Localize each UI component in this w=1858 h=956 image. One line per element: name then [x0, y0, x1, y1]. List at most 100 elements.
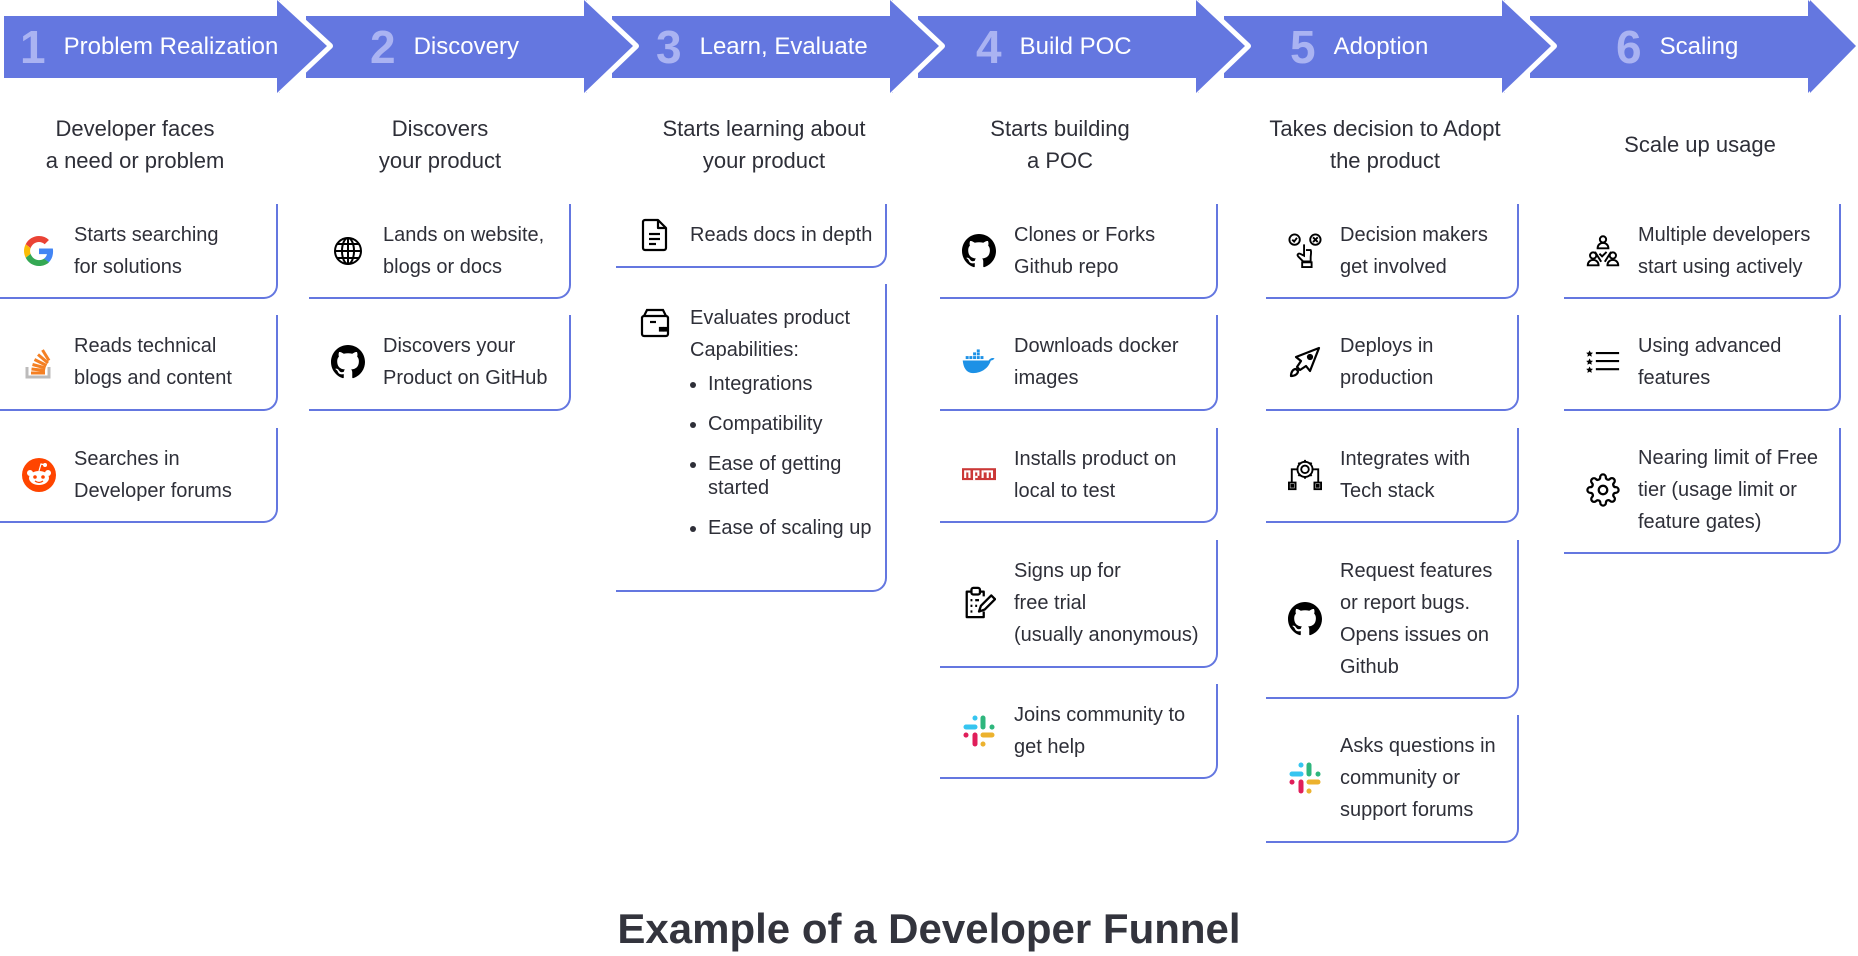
- capability-item: Compatibility: [708, 412, 885, 436]
- heading-line: a need or problem: [45, 148, 225, 173]
- card-line: for solutions: [74, 255, 182, 278]
- card-line: get involved: [1340, 255, 1447, 278]
- step-card-text: Deploys in production: [1340, 330, 1433, 394]
- heading-line: Starts building: [990, 116, 1130, 141]
- step-card: Evaluates productCapabilities:Integratio…: [616, 284, 887, 592]
- card-line: local to test: [1014, 479, 1116, 502]
- card-line: feature gates): [1638, 511, 1762, 533]
- clipboard-edit-icon: [962, 586, 996, 620]
- card-line: Clones or Forks: [1014, 223, 1156, 246]
- card-line: Deploys in: [1340, 335, 1434, 357]
- arrow-head-4: [1196, 0, 1245, 93]
- card-line: Reads docs in depth: [690, 224, 873, 246]
- step-card: Installs product on local to test: [940, 428, 1218, 523]
- npm-icon: [962, 458, 996, 492]
- stage-arrow-4: [918, 0, 1248, 93]
- capability-list: IntegrationsCompatibilityEase of getting…: [690, 372, 885, 540]
- heading-line: Starts learning about: [662, 116, 866, 141]
- card-line: Developer forums: [74, 479, 232, 502]
- card-line: Searches in: [74, 447, 180, 470]
- step-card-text: Lands on website,blogs or docs: [383, 219, 544, 283]
- github-icon: [1288, 601, 1322, 636]
- card-line: Decision makers: [1340, 223, 1488, 246]
- github-icon: [331, 345, 365, 379]
- card-line: support forums: [1340, 799, 1474, 821]
- arrow-separator: [1502, 0, 1557, 95]
- stage-arrow-2: [306, 0, 636, 93]
- arrow-separator: [1196, 0, 1251, 95]
- integration-gear-icon: [1288, 458, 1322, 492]
- google-icon: [22, 234, 56, 268]
- card-line: features: [1638, 367, 1711, 389]
- funnel-arrows: [4, 0, 1856, 95]
- card-line: (usually anonymous): [1014, 624, 1199, 646]
- step-card-text: Searches in Developer forums: [74, 443, 232, 507]
- rocket-icon: [1288, 345, 1322, 379]
- card-line: Github repo: [1014, 255, 1119, 278]
- step-card-text: Using advanced features: [1638, 330, 1781, 394]
- reddit-icon: [22, 457, 56, 492]
- stage-number: 4: [976, 21, 1002, 73]
- team-icon: [1586, 234, 1620, 268]
- card-line: Lands on website,: [383, 223, 545, 246]
- stage-title: Learn, Evaluate: [699, 33, 868, 60]
- step-card-text: Installs product on local to test: [1014, 443, 1176, 507]
- arrow-head-5: [1502, 0, 1551, 93]
- card-line: Installs product on: [1014, 447, 1177, 470]
- heading-line: Scale up usage: [1624, 132, 1776, 157]
- footer-title: Example of a Developer Funnel: [617, 905, 1241, 952]
- card-line: Using advanced: [1638, 335, 1782, 357]
- card-line: free trial: [1014, 592, 1087, 614]
- stage-number: 5: [1290, 21, 1316, 73]
- slack-icon: [962, 714, 996, 748]
- card-line: Evaluates product: [690, 307, 851, 329]
- card-line: production: [1340, 367, 1434, 389]
- step-card-text: Reads docs in depth: [690, 219, 872, 251]
- heading-line: Discovers: [391, 116, 489, 141]
- card-line: Opens issues on: [1340, 623, 1489, 646]
- arrow-head-2: [584, 0, 633, 93]
- stage-heading-1: Developer faces a need or problem: [0, 113, 270, 177]
- decision-icon: [1288, 233, 1322, 268]
- starred-list-icon: [1586, 345, 1620, 379]
- card-line: Tech stack: [1340, 479, 1435, 502]
- arrow-head-1: [277, 0, 327, 93]
- card-line: Discovers your: [383, 335, 516, 357]
- card-line: Nearing limit of Free: [1638, 447, 1819, 469]
- capability-item: Ease of scaling up: [708, 516, 885, 540]
- card-line: Joins community to: [1014, 703, 1186, 726]
- card-line: Reads technical: [74, 335, 217, 357]
- stage-arrow-3: [612, 0, 942, 93]
- card-line: Integrates with: [1340, 447, 1471, 470]
- step-card-text: Decision makers get involved: [1340, 219, 1488, 283]
- arrow-separator: [584, 0, 639, 95]
- globe-icon: [331, 234, 365, 268]
- step-card-text: Evaluates productCapabilities:Integratio…: [690, 302, 885, 556]
- capability-item: Ease of getting started: [708, 452, 885, 500]
- stage-heading-6: Scale up usage: [1560, 129, 1840, 161]
- heading-line: Developer faces: [55, 116, 215, 141]
- card-line: Product on GitHub: [383, 367, 548, 389]
- card-line: or report bugs.: [1340, 591, 1471, 614]
- stage-arrow-1: [4, 0, 330, 93]
